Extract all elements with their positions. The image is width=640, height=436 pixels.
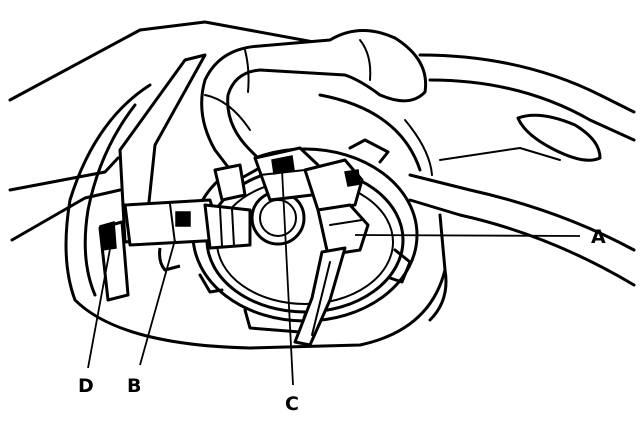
callout-b: B [127,375,141,397]
vent-hose [200,28,428,182]
bracket-d [98,53,207,302]
fuel-line-b [123,198,252,272]
connector-a [293,158,370,347]
leader-lines [87,169,581,386]
callout-a: A [591,226,606,248]
connector-c [213,146,320,202]
access-opening [64,83,447,350]
leader-a [354,234,581,237]
leader-b [139,239,176,366]
callout-c: C [285,393,299,415]
leader-c [281,169,294,386]
leader-d [87,237,113,369]
callout-d: D [78,375,94,397]
